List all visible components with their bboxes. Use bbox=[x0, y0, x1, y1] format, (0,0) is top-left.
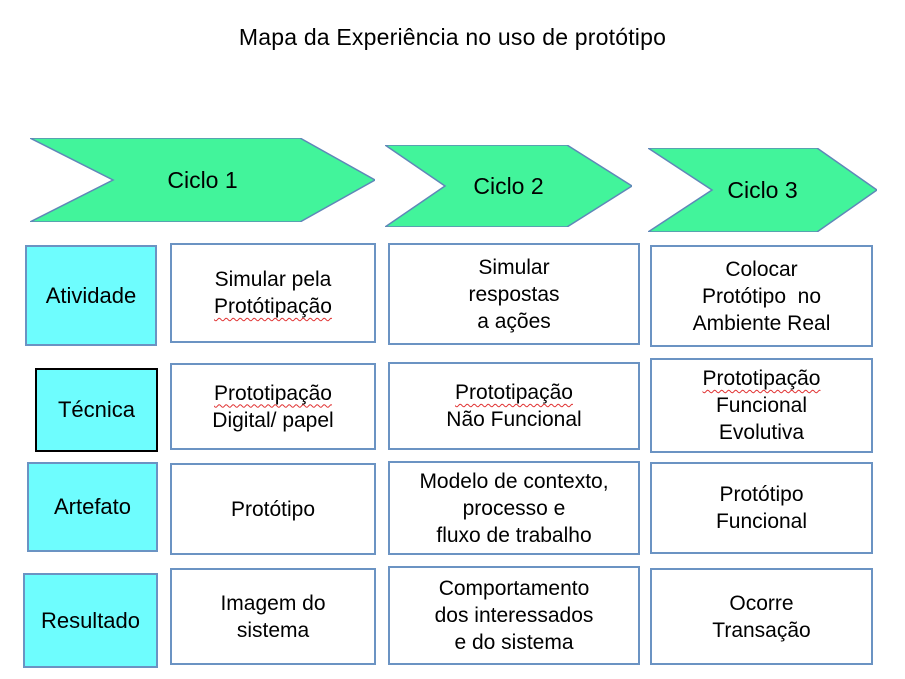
row-header-label: Resultado bbox=[40, 607, 141, 633]
chevron-arrow-polygon bbox=[30, 138, 375, 222]
cell-text-line: Protótipo bbox=[230, 497, 316, 521]
chevron-arrow-polygon bbox=[648, 148, 877, 232]
cell-text-line: Funcional bbox=[715, 394, 808, 417]
cell-atividade-ciclo1: Simular pela Protótipação bbox=[170, 243, 376, 343]
cycle-arrow-2: Ciclo 2 bbox=[385, 145, 632, 227]
cell-text-line: Modelo de contexto, bbox=[419, 469, 609, 493]
row-header-label: Artefato bbox=[53, 494, 132, 519]
cell-atividade-ciclo2: Simular respostas a ações bbox=[388, 243, 640, 345]
cell-resultado-ciclo2: Comportamento dos interessados e do sist… bbox=[388, 566, 640, 665]
cell-resultado-ciclo3: Ocorre Transação bbox=[650, 568, 873, 665]
cell-text-line: Digital/ papel bbox=[212, 408, 334, 432]
row-header-label: Atividade bbox=[45, 282, 137, 308]
cell-atividade-ciclo3: Colocar Protótipo no Ambiente Real bbox=[650, 245, 873, 347]
cell-text-line: Imagem do bbox=[220, 591, 326, 615]
cell-text-line: Evolutiva bbox=[718, 421, 805, 444]
cell-text-line: Ocorre bbox=[729, 591, 794, 615]
cycle-1-label: Ciclo 1 bbox=[167, 166, 238, 193]
cell-text-line-misspelled: Prototipação bbox=[455, 381, 573, 404]
diagram-title: Mapa da Experiência no uso de protótipo bbox=[238, 24, 667, 50]
cell-tecnica-ciclo1: Prototipação Digital/ papel bbox=[170, 363, 376, 450]
row-header-artefato: Artefato bbox=[27, 462, 158, 552]
row-header-resultado: Resultado bbox=[23, 573, 158, 668]
row-header-tecnica: Técnica bbox=[35, 368, 158, 452]
cell-text-line: Transação bbox=[712, 618, 811, 642]
cell-artefato-ciclo3: Protótipo Funcional bbox=[650, 462, 873, 554]
chevron-arrow-shape bbox=[30, 138, 375, 222]
cell-text-line: Não Funcional bbox=[446, 408, 582, 431]
cell-text-line: Protótipo no bbox=[701, 284, 822, 308]
chevron-arrow-shape bbox=[385, 145, 632, 227]
cell-resultado-ciclo1: Imagem do sistema bbox=[170, 568, 376, 665]
chevron-arrow-polygon bbox=[385, 145, 632, 227]
cell-text-line: a ações bbox=[477, 309, 551, 333]
cell-text-line: Colocar bbox=[725, 257, 798, 281]
cycle-2-label: Ciclo 2 bbox=[473, 172, 544, 199]
cell-text-line: Ambiente Real bbox=[692, 311, 831, 335]
cell-text-line: Simular pela bbox=[214, 268, 332, 291]
cell-artefato-ciclo1: Protótipo bbox=[170, 463, 376, 555]
cell-text-line: dos interessados bbox=[434, 604, 594, 627]
cell-text-line-misspelled: Protótipação bbox=[214, 295, 332, 318]
cycle-arrow-3: Ciclo 3 bbox=[648, 148, 877, 232]
cell-text-line: fluxo de trabalho bbox=[436, 523, 592, 547]
cell-text-line-misspelled: Prototipação bbox=[702, 367, 821, 390]
cell-tecnica-ciclo3: Prototipação Funcional Evolutiva bbox=[650, 358, 873, 453]
cell-text-line: Comportamento bbox=[438, 577, 590, 600]
row-header-atividade: Atividade bbox=[25, 245, 157, 346]
cell-text-line: Funcional bbox=[715, 510, 808, 533]
cell-text-line: e do sistema bbox=[454, 631, 574, 654]
cycle-3-label: Ciclo 3 bbox=[727, 176, 798, 203]
cell-artefato-ciclo2: Modelo de contexto, processo e fluxo de … bbox=[388, 461, 640, 555]
cell-text-line: processo e bbox=[462, 496, 566, 520]
cell-text-line-misspelled: Prototipação bbox=[214, 381, 332, 405]
chevron-arrow-shape bbox=[648, 148, 877, 232]
row-header-label: Técnica bbox=[57, 397, 136, 422]
cell-text-line: sistema bbox=[236, 618, 310, 642]
cell-text-line: respostas bbox=[468, 282, 560, 306]
cell-tecnica-ciclo2: Prototipação Não Funcional bbox=[388, 362, 640, 450]
cell-text-line: Protótipo bbox=[719, 483, 804, 506]
cell-text-line: Simular bbox=[478, 255, 550, 279]
cycle-arrow-1: Ciclo 1 bbox=[30, 138, 375, 222]
